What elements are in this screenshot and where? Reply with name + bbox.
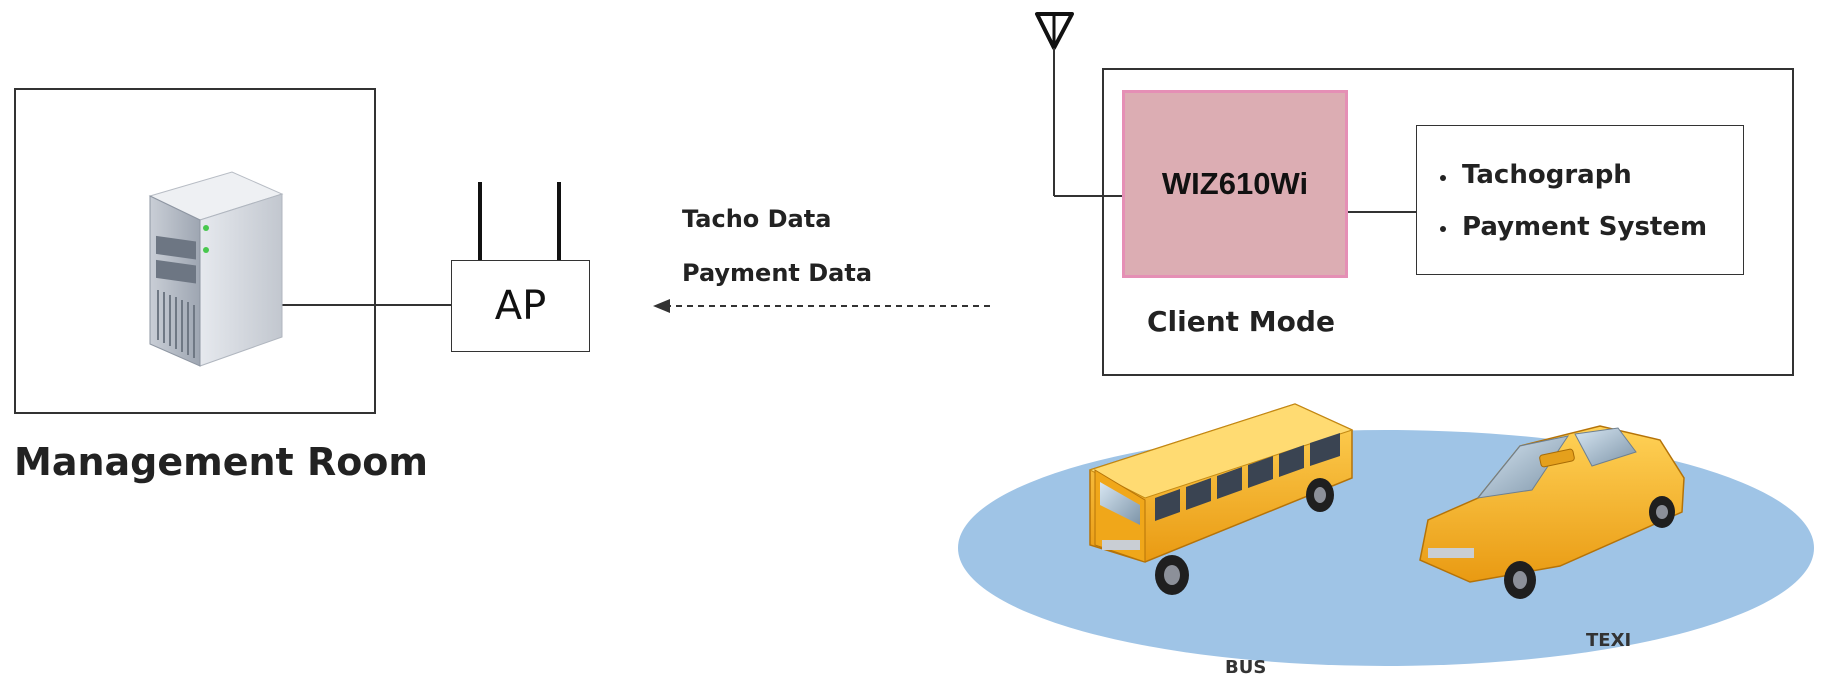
- vehicle-platform: [958, 430, 1814, 666]
- bullet-icon: [1440, 175, 1446, 181]
- taxi-icon: [1419, 425, 1685, 599]
- bus-label: BUS: [1225, 657, 1267, 678]
- systems-box: [1416, 125, 1744, 275]
- client-antenna-icon: [1035, 12, 1122, 197]
- ap-box: AP: [451, 260, 590, 352]
- taxi-label: TEXI: [1586, 630, 1632, 651]
- bullet-icon: [1440, 226, 1446, 232]
- server-icon: [148, 171, 284, 367]
- tacho-data-label: Tacho Data: [682, 205, 832, 233]
- ap-label: AP: [494, 283, 547, 329]
- data-flow-arrow: [653, 299, 990, 313]
- wiz610wi-label: WIZ610Wi: [1161, 166, 1309, 201]
- client-mode-label: Client Mode: [1147, 305, 1335, 338]
- management-room-label: Management Room: [14, 440, 429, 484]
- payment-data-label: Payment Data: [682, 259, 873, 287]
- system-item-tachograph: Tachograph: [1462, 160, 1632, 190]
- bus-icon: [1088, 403, 1354, 595]
- wiz610wi-module: WIZ610Wi: [1122, 90, 1348, 278]
- system-item-payment: Payment System: [1462, 212, 1708, 242]
